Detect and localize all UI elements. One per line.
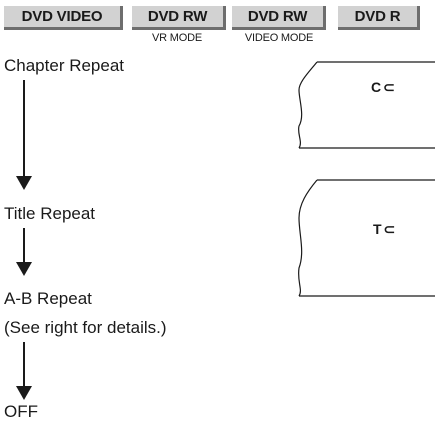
display-panel-title: T⊂ xyxy=(295,178,435,298)
chapter-repeat-indicator: C⊂ xyxy=(371,79,397,95)
tab-dvd-rw-vr-sub: VR MODE xyxy=(152,32,202,44)
display-screen-icon xyxy=(297,61,435,149)
step-off: OFF xyxy=(4,402,38,421)
tab-dvd-rw-video-sub: VIDEO MODE xyxy=(244,32,314,44)
step-title-repeat: Title Repeat xyxy=(4,204,96,223)
tab-dvd-rw-video-label: DVD RW xyxy=(247,8,308,25)
step-chapter-repeat: Chapter Repeat xyxy=(4,56,125,75)
tab-dvd-rw-video: DVD RW xyxy=(232,6,326,30)
tab-dvd-video-label: DVD VIDEO xyxy=(21,8,103,25)
step-ab-repeat: A-B Repeat xyxy=(4,289,92,308)
title-repeat-indicator: T⊂ xyxy=(373,221,398,237)
tab-dvd-r: DVD R xyxy=(338,6,420,30)
display-screen-icon xyxy=(297,179,435,297)
step-ab-repeat-note: (See right for details.) xyxy=(4,318,167,337)
display-panel-chapter: C⊂ xyxy=(295,60,435,150)
tab-dvd-r-label: DVD R xyxy=(354,8,401,25)
tab-dvd-video: DVD VIDEO xyxy=(4,6,123,30)
tab-dvd-rw-vr: DVD RW xyxy=(132,6,226,30)
tab-dvd-rw-vr-label: DVD RW xyxy=(147,8,208,25)
